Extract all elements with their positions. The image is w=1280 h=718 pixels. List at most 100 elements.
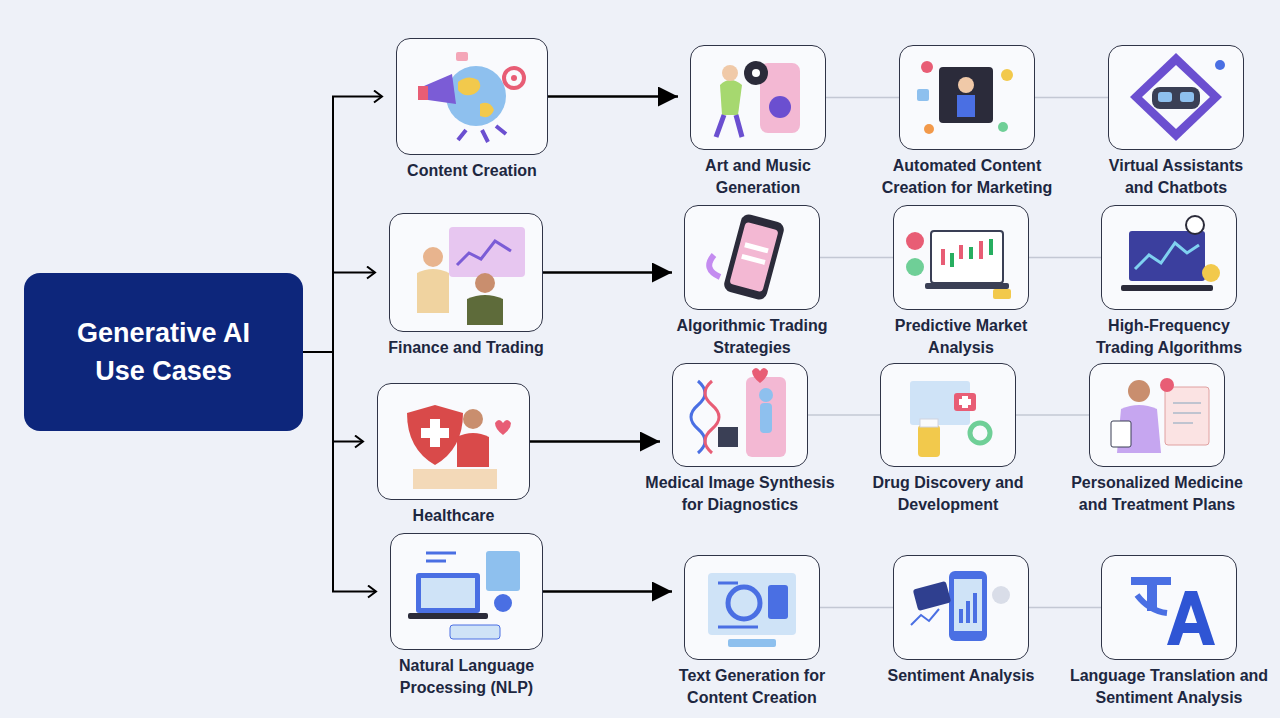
vr-illustration [1142,65,1210,129]
phone-illustration [729,222,778,293]
use-case-card: Text Generation for Content Creation [666,555,838,709]
frame-fill [1101,555,1237,660]
nlp-illustration [421,578,475,608]
marketing-illustration [917,61,1013,134]
use-case-card: Predictive Market Analysis [881,205,1041,359]
textgen-illustration [728,639,776,647]
link-line [826,97,899,99]
chart-illustration [969,247,973,259]
healthcare-illustration [421,428,449,438]
doctor-illustration [1111,378,1209,453]
card-label: Medical Image Synthesis for Diagnostics [633,472,848,516]
globe-illustration [458,126,506,142]
sentiment-illustration [973,593,977,623]
textgen-illustration [708,573,796,647]
nlp-illustration [494,594,512,612]
icon-frame [389,213,543,332]
card-label: Content Creation [377,160,567,182]
chart-illustration [931,231,1003,283]
marketing-illustration [939,67,993,123]
use-case-card: Healthcare [374,383,534,527]
music-illustration [744,61,768,85]
textgen-illustration [768,585,788,619]
monitor-illustration [1129,231,1205,281]
card-label: Healthcare [374,505,534,527]
chart-illustration [906,232,924,250]
sentiment-illustration [949,571,987,641]
scan-illustration [691,368,786,457]
phone-illustration [741,254,765,265]
frame-fill [672,363,808,467]
card-label: Sentiment Analysis [875,665,1047,687]
healthcare-illustration [413,469,497,489]
music-illustration [720,80,742,115]
marketing-illustration [921,61,933,73]
use-case-card: Art and Music Generation [688,45,828,199]
translate-illustration [1131,577,1215,645]
finance-illustration [417,227,525,325]
use-case-card: Virtual Assistants and Chatbots [1096,45,1256,199]
card-label: Personalized Medicine and Treatment Plan… [1057,472,1257,516]
marketing-illustration [957,95,975,117]
use-case-card: Automated Content Creation for Marketing [875,45,1060,199]
doctor-illustration [1128,380,1150,402]
frame-fill [893,555,1029,660]
drug-illustration [920,419,938,427]
phone-illustration [744,242,768,253]
vr-illustration [1130,53,1225,141]
finance-illustration [449,227,525,277]
use-case-card: Drug Discovery and Development [862,363,1034,516]
textgen-illustration [728,587,760,619]
frame-fill [390,533,543,650]
use-case-card: Content Creation [377,38,567,182]
marketing-illustration [998,122,1008,132]
marketing-illustration [917,89,929,101]
icon-frame [396,38,548,155]
frame-fill [899,45,1035,150]
chart-illustration [925,283,1009,289]
card-label: Text Generation for Content Creation [666,665,838,709]
card-label: Finance and Trading [366,337,566,359]
healthcare-illustration [407,405,511,489]
use-case-card: Medical Image Synthesis for Diagnostics [633,363,848,516]
finance-illustration [417,269,449,313]
flow-arrow [543,590,672,593]
healthcare-illustration [463,409,483,429]
doctor-illustration [1160,378,1174,392]
icon-frame [893,555,1029,660]
music-illustration [716,115,742,137]
card-label: Virtual Assistants and Chatbots [1096,155,1256,199]
healthcare-illustration [407,405,463,465]
frame-fill [893,205,1029,310]
use-case-card: Finance and Trading [366,213,566,359]
translate-illustration [1167,591,1215,645]
globe-illustration [418,52,524,142]
use-case-card: High-Frequency Trading Algorithms [1083,205,1255,359]
branch-arrow [303,97,382,353]
card-label: Drug Discovery and Development [862,472,1034,516]
sentiment-illustration [911,571,1010,641]
scan-illustration [746,377,786,457]
scan-illustration [752,368,768,383]
chart-illustration [993,289,1011,299]
chart-illustration [941,241,983,265]
chart-illustration [959,245,963,259]
use-case-card: Sentiment Analysis [875,555,1047,687]
chart-illustration [906,258,924,276]
icon-frame [1108,45,1244,150]
link-line [1035,97,1108,99]
card-label: Automated Content Creation for Marketing [875,155,1060,199]
healthcare-illustration [457,433,489,467]
frame-fill [396,38,548,155]
finance-illustration [475,273,495,293]
finance-illustration [457,241,511,265]
nlp-illustration [408,613,488,619]
sentiment-illustration [954,579,982,631]
card-label: Natural Language Processing (NLP) [381,655,553,699]
link-line [820,257,893,259]
icon-frame [1089,363,1225,467]
healthcare-illustration [495,420,511,435]
vr-illustration [1152,87,1200,109]
card-label: Language Translation and Sentiment Analy… [1069,665,1269,709]
